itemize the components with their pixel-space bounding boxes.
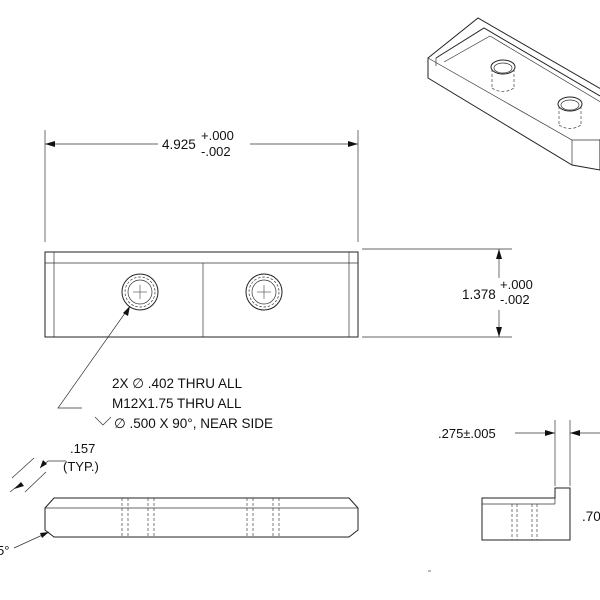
height-tol-plus: +.000 bbox=[500, 277, 533, 292]
callout-line-3: ∅ .500 X 90°, NEAR SIDE bbox=[114, 416, 273, 431]
height-base: 1.378 bbox=[462, 287, 496, 302]
chamfer-typ: (TYP.) bbox=[63, 459, 99, 474]
hole-callout: 2X ∅ .402 THRU ALL M12X1.75 THRU ALL ∅ .… bbox=[57, 305, 273, 431]
bottom-view: .157 (TYP.) 5° bbox=[0, 441, 359, 558]
iso-hole-left bbox=[490, 59, 516, 92]
length-tol-plus: +.000 bbox=[201, 128, 234, 143]
step-height: .70 bbox=[582, 509, 600, 524]
height-dimension: 1.378 +.000 -.002 bbox=[362, 248, 533, 338]
chamfer-angle: 5° bbox=[0, 543, 9, 558]
length-tol-minus: -.002 bbox=[201, 144, 231, 159]
bottom-hidden-hole-left bbox=[121, 498, 155, 537]
callout-line-2: M12X1.75 THRU ALL bbox=[112, 396, 242, 411]
bottom-hidden-hole-right bbox=[246, 498, 280, 537]
length-base: 4.925 bbox=[162, 137, 196, 152]
iso-hole-right bbox=[557, 96, 583, 129]
length-dimension: 4.925 +.000 -.002 bbox=[44, 128, 359, 242]
height-tol-minus: -.002 bbox=[500, 292, 530, 307]
isometric-view bbox=[427, 17, 600, 171]
front-view bbox=[44, 251, 359, 338]
callout-line-1: 2X ∅ .402 THRU ALL bbox=[112, 376, 243, 391]
step-width: .275±.005 bbox=[438, 426, 496, 441]
side-view: .275±.005 .70 bbox=[428, 420, 600, 572]
chamfer-size: .157 bbox=[70, 441, 95, 456]
front-hole-left bbox=[121, 273, 159, 311]
front-hole-right bbox=[245, 273, 283, 311]
